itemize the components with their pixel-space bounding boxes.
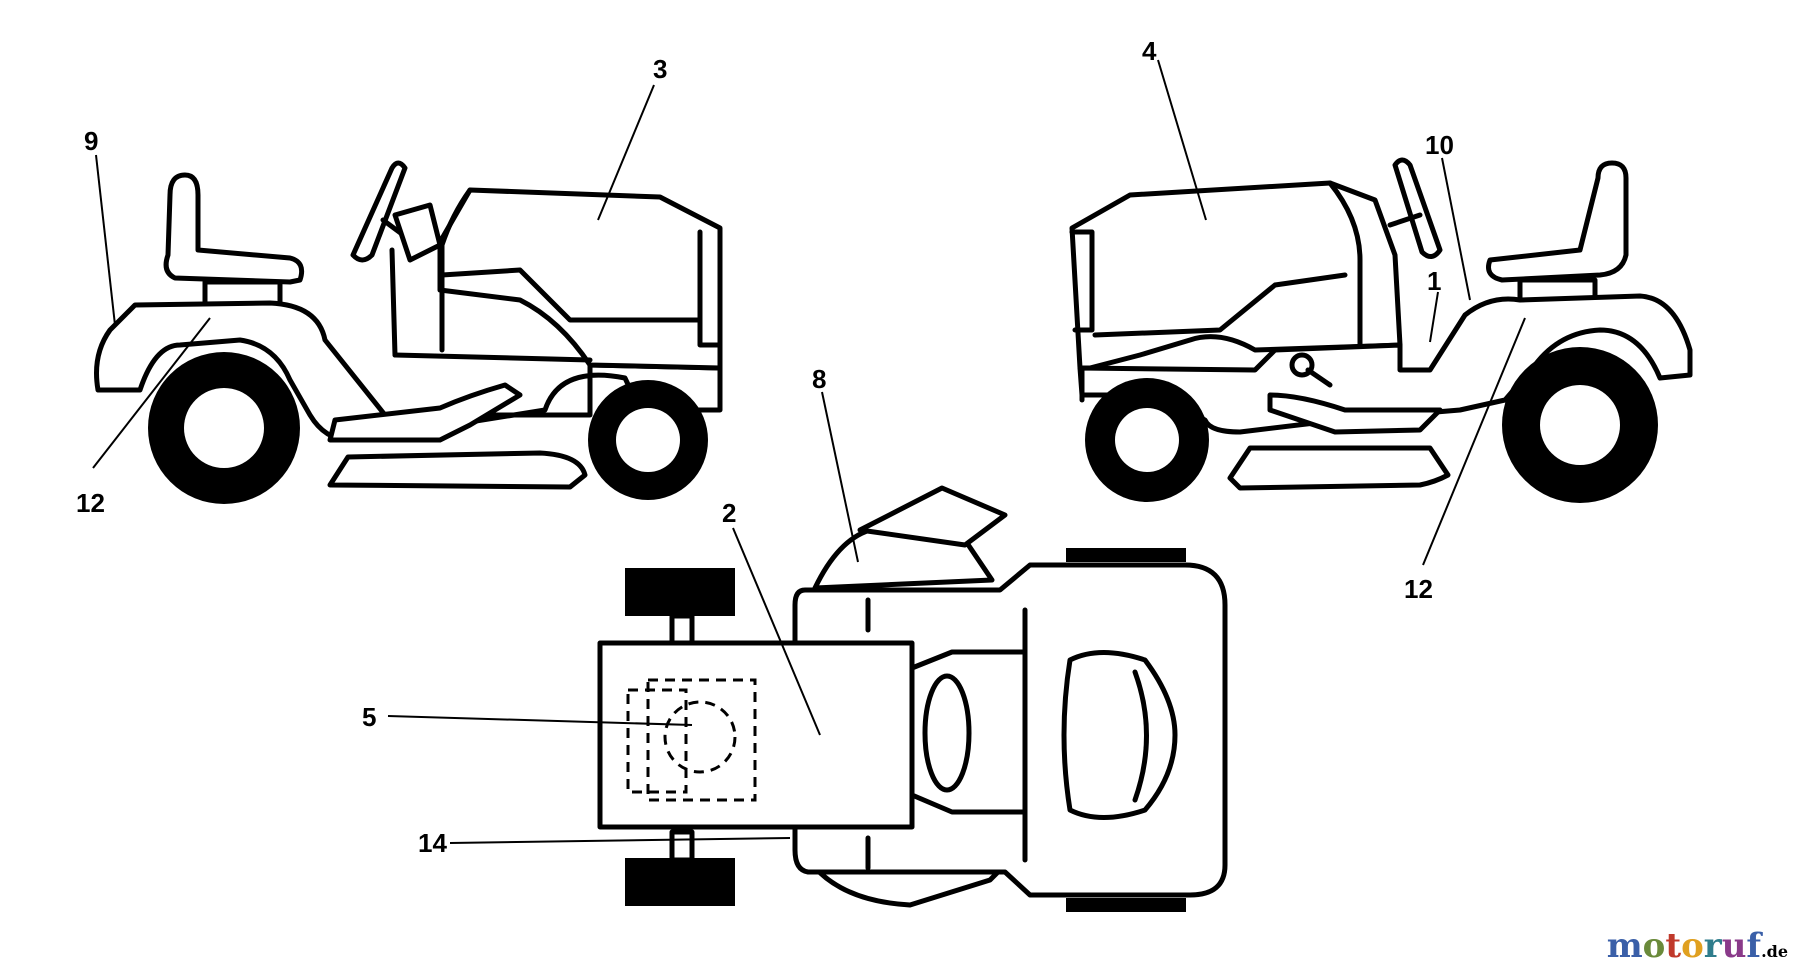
leader-5 (387, 715, 693, 726)
watermark-letter: m (1606, 926, 1643, 966)
leader-14 (449, 837, 791, 844)
watermark-letter: t (1665, 926, 1682, 966)
callout-10: 10 (1425, 130, 1454, 160)
leader-1 (1429, 291, 1439, 343)
leader-lines (92, 59, 1526, 844)
watermark-letter: u (1721, 926, 1747, 966)
watermark-tld: .de (1761, 942, 1788, 961)
watermark-letter: f (1746, 926, 1762, 966)
callout-9: 9 (84, 126, 98, 156)
leader-2 (732, 527, 821, 736)
callout-12-left: 12 (76, 488, 105, 518)
callout-8: 8 (812, 364, 826, 394)
callout-5: 5 (362, 702, 376, 732)
leader-4 (1157, 59, 1207, 221)
callout-12-right: 12 (1404, 574, 1433, 604)
watermark-text: motoruf (1607, 926, 1761, 966)
leader-12-left (92, 317, 211, 469)
watermark-letter: o (1681, 926, 1704, 966)
leader-12-right (1422, 317, 1526, 566)
tractor-right-side-view (1069, 157, 1693, 503)
tractor-top-view (597, 485, 1228, 912)
tractor-left-side-view (94, 160, 723, 504)
callout-3: 3 (653, 54, 667, 84)
callout-1: 1 (1427, 266, 1441, 296)
callout-numbers: 9 3 12 4 10 1 12 8 2 5 14 (76, 36, 1454, 858)
callout-2: 2 (722, 498, 736, 528)
leader-3 (597, 84, 655, 221)
watermark-letter: o (1642, 926, 1666, 966)
watermark-logo: motoruf.de (1607, 926, 1788, 966)
leader-9 (95, 154, 116, 326)
callout-4: 4 (1142, 36, 1157, 66)
leader-10 (1441, 157, 1471, 301)
callout-14: 14 (418, 828, 447, 858)
leader-8 (821, 391, 859, 563)
watermark-letter: r (1703, 926, 1722, 966)
